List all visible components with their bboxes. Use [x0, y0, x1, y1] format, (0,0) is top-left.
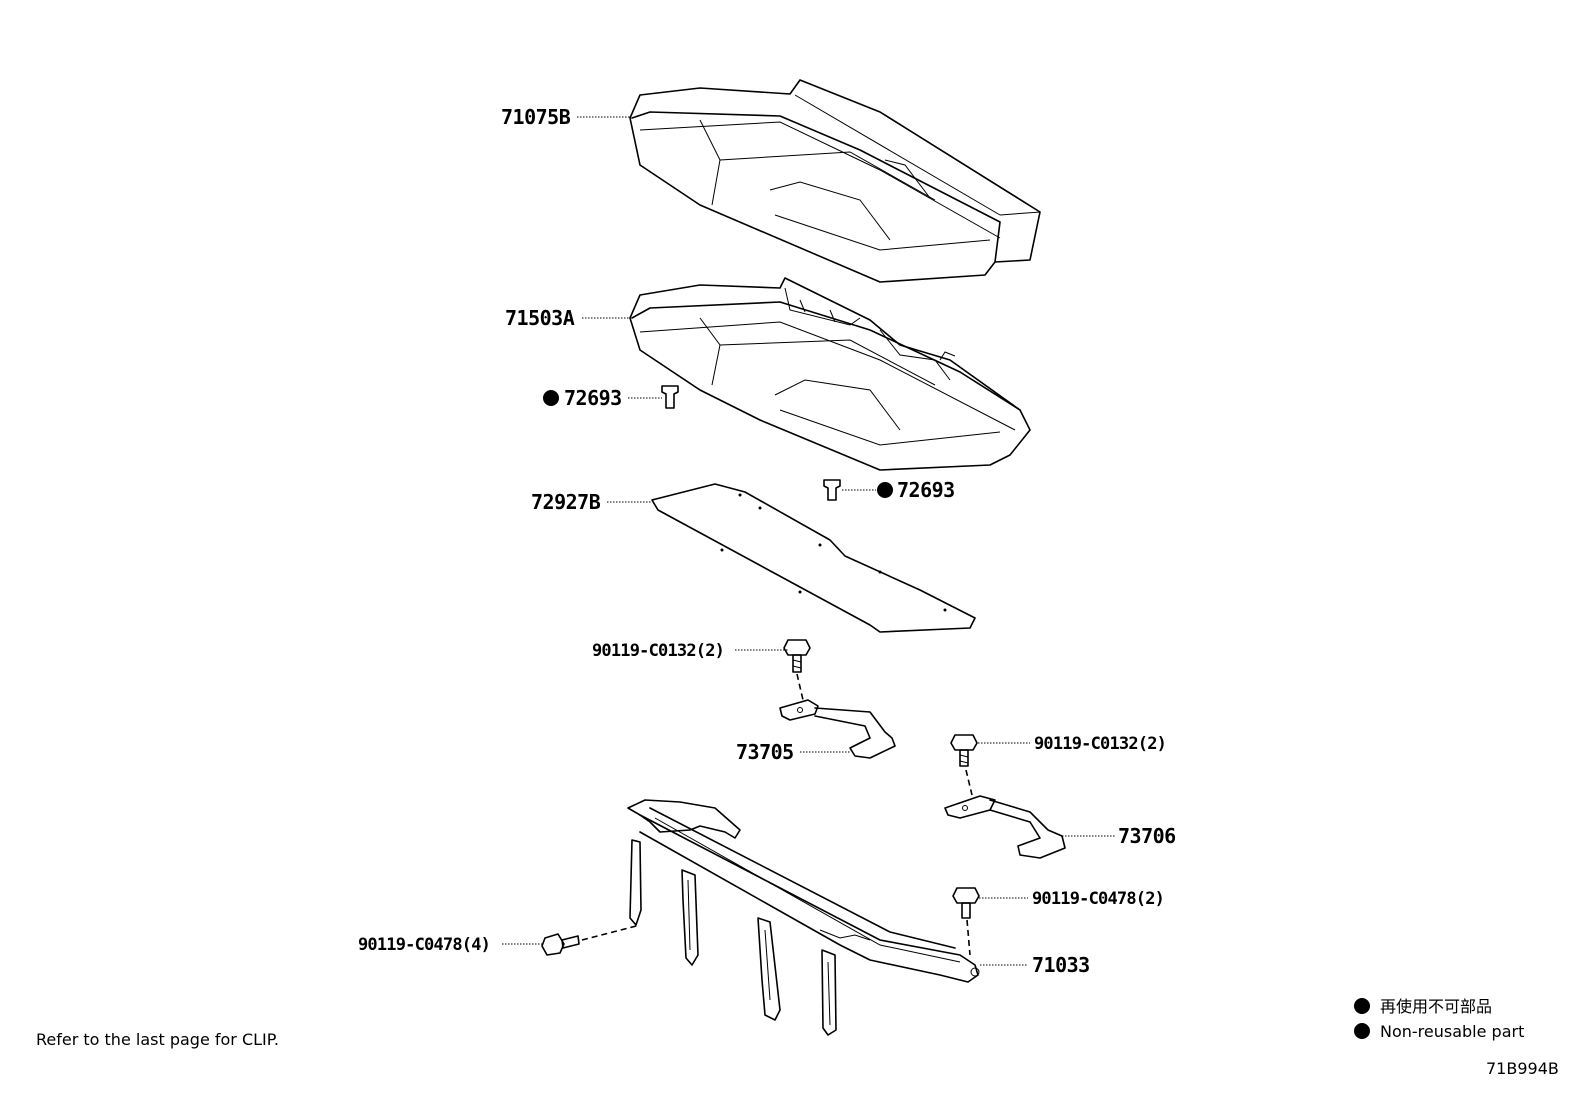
callout-72693-right: 72693 — [897, 478, 955, 502]
leader-lines — [502, 116, 1115, 966]
callout-71033: 71033 — [1032, 953, 1090, 977]
callout-73706: 73706 — [1118, 824, 1176, 848]
diagram-id: 71B994B — [1486, 1059, 1559, 1078]
non-reusable-marker-72693-left — [543, 390, 559, 406]
legend: 再使用不可部品 Non-reusable part — [1354, 997, 1524, 1041]
seat-sheet-pad-drawing — [651, 483, 976, 633]
callout-90119-c0478-left: 90119-C0478(4) — [358, 935, 490, 955]
bolt-90119-c0132-left-drawing — [783, 639, 811, 673]
callout-72927b: 72927B — [531, 490, 601, 514]
bolt-90119-c0132-right-drawing — [950, 734, 978, 767]
seat-cushion-pad-drawing — [629, 277, 1031, 471]
seat-cushion-cover-drawing — [629, 79, 1041, 283]
callout-90119-c0132-left: 90119-C0132(2) — [592, 641, 724, 661]
callout-72693-left: 72693 — [564, 386, 622, 410]
bolt-90119-c0478-left-drawing — [541, 933, 580, 956]
legend-marker-en — [1354, 1023, 1370, 1039]
callout-90119-c0132-right: 90119-C0132(2) — [1034, 734, 1166, 754]
non-reusable-marker-72693-right — [877, 482, 893, 498]
bolt-right-guide — [965, 769, 973, 796]
legend-jp: 再使用不可部品 — [1380, 997, 1492, 1016]
callout-90119-c0478-right: 90119-C0478(2) — [1032, 889, 1164, 909]
hook-73706-drawing — [944, 795, 1066, 859]
legend-marker-jp — [1354, 998, 1370, 1014]
clip-72693-left-drawing — [661, 385, 679, 409]
callout-71075b: 71075B — [501, 105, 571, 129]
legend-en: Non-reusable part — [1380, 1022, 1524, 1041]
bolt-c0478-right-guide — [966, 919, 971, 956]
clip-72693-right-drawing — [823, 479, 841, 501]
bolt-90119-c0478-right-drawing — [952, 887, 980, 919]
hook-73705-drawing — [779, 699, 896, 759]
bolt-c0478-left-guide — [581, 924, 641, 941]
callout-73705: 73705 — [736, 740, 794, 764]
footer-note: Refer to the last page for CLIP. — [36, 1030, 279, 1049]
seat-frame-drawing — [627, 799, 980, 1036]
callout-71503a: 71503A — [505, 306, 575, 330]
bolt-left-guide — [796, 673, 804, 701]
